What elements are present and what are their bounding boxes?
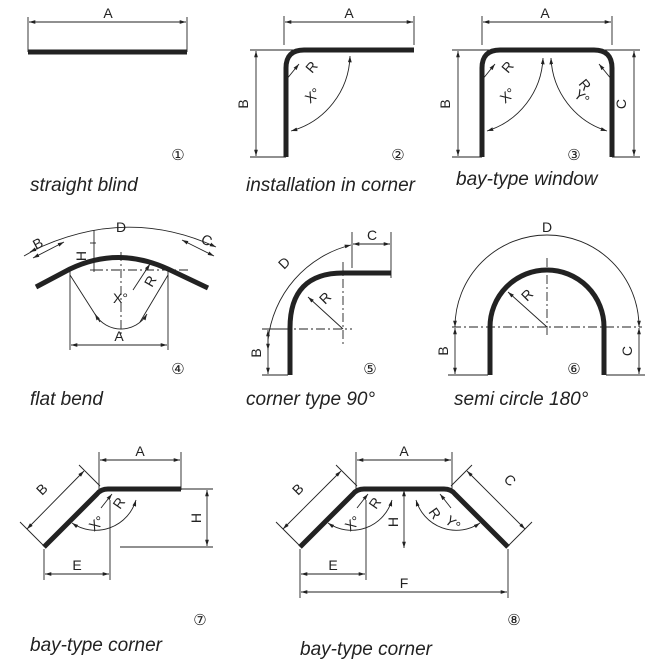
label-angle-x: X° — [113, 290, 128, 306]
diagram-number: ③ — [567, 147, 580, 164]
label-d: D — [542, 219, 552, 235]
diagram-8: A B C H R R X° Y° E F ⑧ — [275, 443, 533, 629]
label-e: E — [72, 557, 81, 573]
label-angle-y: Y° — [442, 512, 464, 534]
label-b: B — [248, 348, 264, 357]
diagram-number: ⑧ — [507, 612, 520, 629]
angle-arc — [94, 313, 148, 330]
label-c: C — [501, 471, 519, 489]
diagram-2: A B R X° ② — [235, 5, 415, 164]
blind-profile — [34, 255, 210, 291]
blind-profile — [287, 270, 391, 375]
dimension-line-b — [26, 470, 85, 530]
extension-line — [275, 521, 301, 547]
angle-arc-y — [549, 57, 608, 132]
label-d: D — [116, 219, 126, 235]
dimension-line-b — [282, 470, 342, 530]
diagram-number: ④ — [171, 361, 184, 378]
extension-line — [450, 464, 473, 487]
label-b: B — [235, 99, 251, 108]
diagram-1: A ① — [27, 5, 188, 164]
extension-line — [335, 464, 358, 487]
label-c: C — [619, 346, 635, 356]
diagram-number: ⑦ — [193, 612, 206, 629]
label-r: R — [302, 58, 321, 76]
angle-arc-y — [415, 499, 481, 531]
label-b: B — [435, 346, 451, 355]
label-c: C — [199, 231, 215, 250]
label-b: B — [437, 99, 453, 108]
label-c: C — [613, 99, 629, 109]
label-h: H — [385, 517, 401, 527]
blind-profile — [283, 47, 414, 157]
label-h: H — [188, 513, 204, 523]
label-a: A — [399, 443, 409, 459]
label-angle-x: X° — [497, 84, 519, 106]
label-a: A — [114, 328, 124, 344]
caption-bay-type-corner-2: bay-type corner — [300, 639, 433, 660]
caption-bay-type-corner-1: bay-type corner — [30, 635, 163, 656]
diagram-number: ⑥ — [567, 361, 580, 378]
caption-semi-circle-180: semi circle 180° — [454, 389, 589, 410]
extension-line — [19, 521, 45, 547]
diagram-number: ② — [391, 147, 404, 164]
label-a: A — [103, 5, 113, 21]
radius-leader — [507, 291, 548, 328]
diagram-3: A B C R R X° Y° ③ — [437, 5, 640, 164]
diagram-number: ① — [171, 147, 184, 164]
extension-line — [507, 521, 533, 547]
label-c: C — [367, 227, 377, 243]
dimension-line-b — [32, 241, 65, 259]
diagram-6: D R B C ⑥ — [435, 219, 645, 378]
label-a: A — [344, 5, 354, 21]
extension-line — [78, 464, 101, 487]
label-r: R — [141, 273, 160, 290]
label-b: B — [30, 234, 46, 253]
angle-arc-x — [486, 57, 545, 132]
label-b: B — [33, 480, 51, 498]
dimension-arc-d — [453, 234, 641, 328]
label-r: R — [316, 289, 334, 307]
blind-profile — [42, 486, 181, 549]
blind-profile — [298, 486, 510, 549]
angle-arc — [290, 55, 352, 132]
label-r: R — [365, 494, 384, 511]
label-r: R — [109, 494, 128, 511]
label-h: H — [73, 251, 89, 261]
label-d: D — [275, 254, 293, 272]
caption-flat-bend: flat bend — [30, 389, 103, 410]
caption-straight-blind: straight blind — [30, 175, 138, 196]
dimension-line-c — [466, 470, 526, 530]
caption-corner-type-90: corner type 90° — [246, 389, 376, 410]
diagram-5: D C R B ⑤ — [248, 227, 392, 378]
dimension-line-c — [181, 239, 215, 257]
label-b: B — [289, 480, 307, 498]
radius-leader — [307, 296, 344, 330]
caption-bay-type-window: bay-type window — [456, 169, 598, 190]
caption-installation-in-corner: installation in corner — [246, 175, 415, 196]
blind-profile — [479, 47, 615, 157]
diagram-number: ⑤ — [363, 361, 376, 378]
radius-leader — [132, 263, 151, 291]
dimension-arc-d — [29, 226, 217, 253]
label-angle-x: X° — [302, 84, 324, 106]
label-a: A — [540, 5, 550, 21]
label-angle-x: X° — [342, 512, 364, 534]
label-f: F — [400, 575, 409, 591]
label-a: A — [135, 443, 145, 459]
diagram-4: D B H C R X° A ④ — [23, 219, 217, 378]
label-angle-y: Y° — [571, 86, 593, 108]
diagram-7: A B H R X° E ⑦ — [19, 443, 213, 629]
radius-leader — [439, 493, 452, 509]
label-r: R — [498, 58, 517, 76]
label-r: R — [518, 286, 536, 304]
label-e: E — [328, 557, 337, 573]
label-angle-x: X° — [86, 512, 108, 534]
